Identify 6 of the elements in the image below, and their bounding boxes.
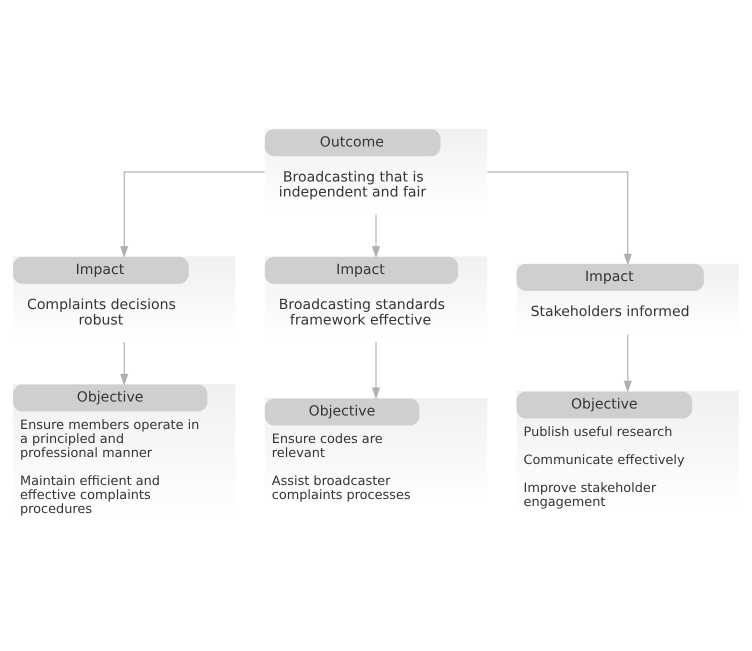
arrow xyxy=(624,334,632,392)
arrow xyxy=(120,170,264,258)
arrow xyxy=(372,342,380,399)
arrow xyxy=(372,214,380,258)
arrow xyxy=(488,170,632,265)
arrow xyxy=(120,342,128,386)
